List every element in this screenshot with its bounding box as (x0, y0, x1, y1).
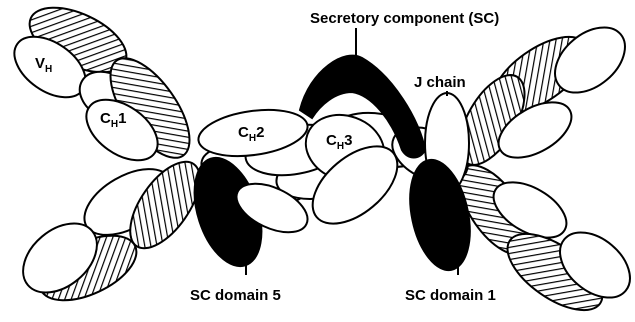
right-ch1-domain (497, 101, 573, 159)
sc-domain-1-label: SC domain 1 (405, 287, 496, 304)
left-lower-fab-arm (22, 160, 201, 302)
fc-region (193, 54, 471, 272)
vh-label: VH (35, 55, 52, 75)
secretory-component-label: Secretory component (SC) (310, 10, 499, 27)
ch1-label-suffix: 1 (118, 110, 126, 127)
ch3-label: CH3 (326, 132, 352, 152)
ch2-label: CH2 (238, 124, 264, 144)
right-lower-fab-arm (458, 164, 631, 312)
ch1-label-main: C (100, 110, 111, 127)
vh-label-main: V (35, 55, 45, 72)
right-lower-ch1-domain (492, 181, 568, 239)
ch2-label-main: C (238, 124, 249, 141)
sc-domain-1 (409, 158, 471, 272)
ch2-label-suffix: 2 (256, 124, 264, 141)
vh-label-sub: H (45, 64, 52, 75)
left-upper-fab-arm (13, 6, 191, 162)
ch1-domain (85, 98, 159, 162)
lower-light-constant-domain (129, 160, 201, 250)
ch2-front-domain (235, 182, 309, 234)
lower-vh-domain (22, 222, 98, 294)
ch1-label-sub: H (111, 119, 118, 130)
right-upper-fab-arm (458, 26, 626, 166)
ch2-domain (197, 108, 309, 158)
ch3-label-suffix: 3 (344, 132, 352, 149)
secretory-component (298, 54, 427, 159)
j-chain-label: J chain (414, 74, 466, 91)
ch3-label-sub: H (337, 141, 344, 152)
right-vh-domain (554, 26, 626, 94)
ch3-label-main: C (326, 132, 337, 149)
ch3-front-domain (311, 145, 399, 225)
ch2-label-sub: H (249, 133, 256, 144)
sc-domain-5-label: SC domain 5 (190, 287, 281, 304)
right-lower-vh-domain (559, 231, 631, 299)
ch1-label: CH1 (100, 110, 126, 130)
